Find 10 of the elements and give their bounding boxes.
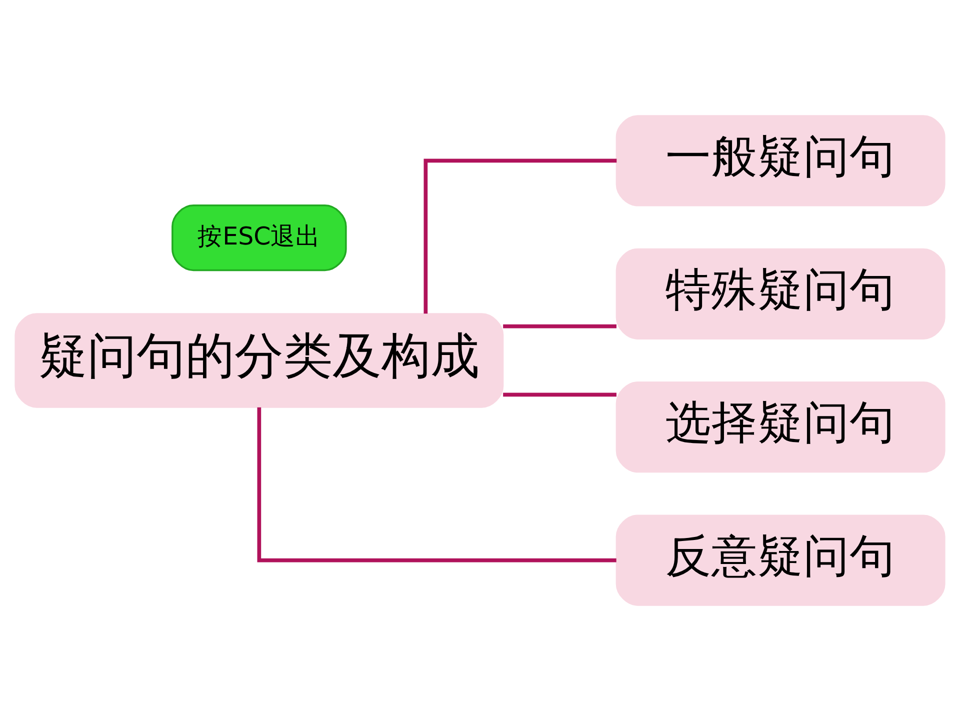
node-box: 反意疑问句 <box>616 514 946 606</box>
connector <box>503 392 616 396</box>
connector <box>424 158 617 314</box>
node-box: 特殊疑问句 <box>616 248 946 339</box>
node-box: 疑问句的分类及构成 <box>14 312 504 408</box>
node-box: 选择疑问句 <box>616 381 946 472</box>
node-box: 一般疑问句 <box>616 114 946 206</box>
label: 按ESC退出 <box>198 220 321 250</box>
connector <box>503 324 616 328</box>
connector <box>257 406 616 562</box>
